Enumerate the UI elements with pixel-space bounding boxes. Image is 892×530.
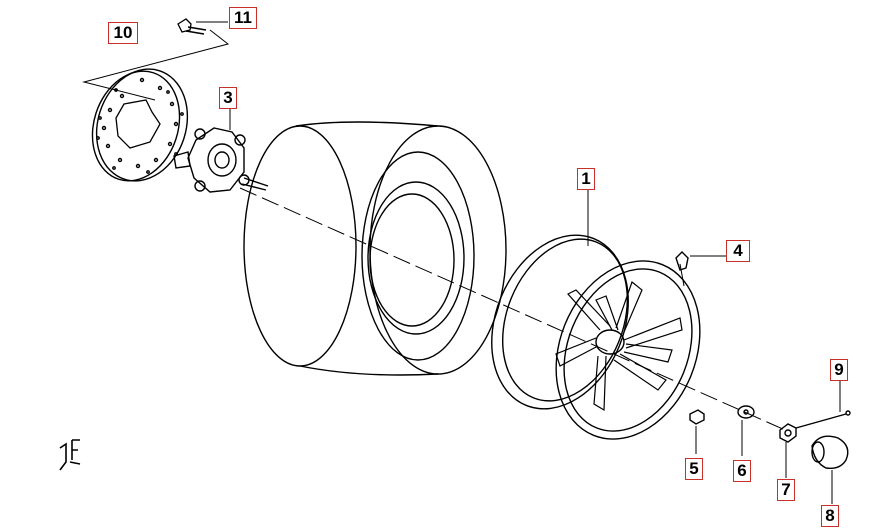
callout-8: 8 bbox=[821, 505, 839, 527]
callout-3: 3 bbox=[219, 87, 237, 109]
callout-10: 10 bbox=[108, 22, 138, 44]
wheel-hub-icon bbox=[173, 127, 269, 193]
assembly-axis bbox=[239, 187, 786, 431]
callout-6: 6 bbox=[733, 460, 751, 482]
callout-9: 9 bbox=[830, 359, 848, 381]
cotter-pin-icon bbox=[795, 410, 851, 429]
lug-nut-icon bbox=[689, 409, 705, 425]
callout-1: 1 bbox=[577, 168, 595, 190]
bolt-icon bbox=[177, 18, 207, 35]
callout-4: 4 bbox=[726, 240, 750, 262]
washer-icon bbox=[737, 405, 755, 419]
brake-disc-icon bbox=[91, 68, 189, 182]
dust-cap-icon bbox=[811, 435, 849, 470]
callout-5: 5 bbox=[685, 458, 703, 480]
callout-11: 11 bbox=[229, 7, 257, 29]
front-direction-icon bbox=[59, 439, 81, 471]
tire-icon bbox=[243, 121, 507, 376]
wheel-rim-icon bbox=[491, 234, 701, 440]
callout-7: 7 bbox=[777, 479, 795, 501]
valve-stem-icon bbox=[675, 251, 689, 287]
axle-nut-icon bbox=[779, 423, 797, 443]
